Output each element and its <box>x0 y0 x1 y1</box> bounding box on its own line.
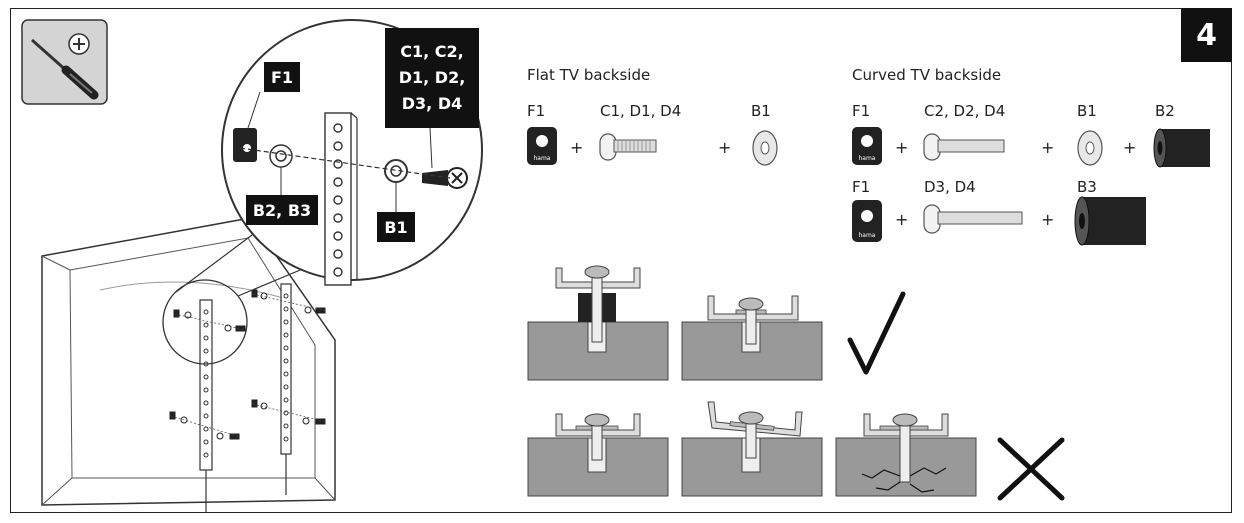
pad-brand-text: hama <box>533 155 550 162</box>
curved-parts-row-1: hama <box>852 127 1210 168</box>
screwdriver-icon <box>21 19 108 105</box>
long-screw-icon <box>923 204 1023 234</box>
callout-screws-line-2: D1, D2, <box>398 68 466 87</box>
cross-mark-icon <box>997 437 1065 501</box>
curved-row1-part3-label: B1 <box>1077 102 1097 120</box>
plus-sign: + <box>570 138 584 157</box>
plus-sign: + <box>1123 138 1137 157</box>
spacer-b3-icon <box>1074 196 1146 246</box>
curved-heading: Curved TV backside <box>852 66 1002 84</box>
plus-sign: + <box>895 138 909 157</box>
curved-row2-part1-label: F1 <box>852 178 871 196</box>
plus-sign: + <box>1041 138 1055 157</box>
washer-icon <box>752 130 778 166</box>
flat-part2-label: C1, D1, D4 <box>600 102 682 120</box>
plus-sign: + <box>895 210 909 229</box>
pad-brand-text: hama <box>858 232 875 239</box>
callout-b2-b3: B2, B3 <box>246 195 318 225</box>
plus-sign: + <box>718 138 732 157</box>
washer-icon <box>1077 130 1103 166</box>
curved-row1-part2-label: C2, D2, D4 <box>924 102 1006 120</box>
curved-row2-part2-label: D3, D4 <box>924 178 976 196</box>
section-correct-with-spacer <box>527 265 669 381</box>
flat-heading: Flat TV backside <box>527 66 651 84</box>
zoom-source-circle <box>162 279 248 365</box>
callout-f1: F1 <box>264 62 300 92</box>
flat-parts-row: hama <box>527 127 778 166</box>
flat-part3-label: B1 <box>751 102 771 120</box>
callout-b1: B1 <box>377 212 415 242</box>
medium-screw-icon <box>923 133 1005 161</box>
page-frame <box>10 8 1232 513</box>
curved-row1-part1-label: F1 <box>852 102 871 120</box>
flat-part1-label: F1 <box>527 102 546 120</box>
curved-row2-part3-label: B3 <box>1077 178 1097 196</box>
curved-row1-part4-label: B2 <box>1155 102 1175 120</box>
section-wrong-cracked <box>835 413 977 497</box>
plus-sign: + <box>1041 210 1055 229</box>
section-wrong-loose <box>527 413 669 497</box>
callout-screws-line-3: D3, D4 <box>401 94 463 113</box>
short-screw-icon <box>599 133 657 161</box>
checkmark-icon <box>847 291 906 375</box>
step-number-badge: 4 <box>1181 8 1232 62</box>
section-wrong-tilted <box>681 401 823 497</box>
tv-back-illustration <box>41 217 336 512</box>
curved-parts-row-2: hama <box>852 196 1146 246</box>
section-correct-flat <box>681 295 823 381</box>
callout-screws: C1, C2, D1, D2, D3, D4 <box>385 28 479 128</box>
pad-brand-text: hama <box>858 155 875 162</box>
callout-screws-line-1: C1, C2, <box>400 42 464 61</box>
spacer-b2-icon <box>1153 128 1210 168</box>
